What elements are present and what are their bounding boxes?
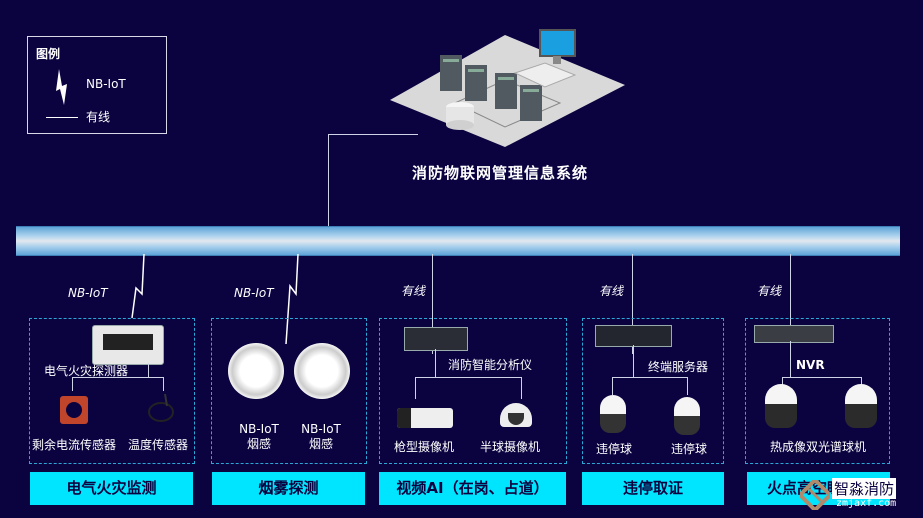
group-video-ai [379, 318, 567, 464]
tree-line [790, 341, 791, 377]
legend-wired-label: 有线 [86, 110, 111, 124]
connection-label-1: NB-IoT [68, 286, 108, 300]
electrical-fire-detector-device [92, 325, 164, 365]
device-label-line: 烟感 [246, 437, 271, 451]
wired-line-4 [632, 254, 633, 354]
category-smoke-detection: 烟雾探测 [212, 472, 365, 505]
group-smoke-detection [211, 318, 367, 464]
group-electrical-fire [29, 318, 195, 464]
watermark: 智淼消防 zmjaxf.com [800, 478, 912, 512]
tree-line [782, 377, 861, 378]
terminal-server-device [595, 325, 672, 347]
tree-line [612, 377, 687, 378]
category-video-ai: 视频AI（在岗、占道） [379, 472, 566, 505]
ptz-camera-icon [674, 397, 700, 435]
smoke-sensor-label-2: NB-IoT 烟感 [295, 422, 347, 452]
ptz-camera-icon [600, 395, 626, 433]
fire-analyzer-device [404, 327, 468, 351]
network-bus [16, 226, 900, 256]
smoke-detector-icon [294, 343, 350, 399]
connection-label-3: 有线 [401, 284, 426, 298]
line-icon [46, 117, 78, 118]
lightning-icon [56, 69, 67, 105]
nbiot-lightning-icon [285, 254, 299, 344]
legend-nbiot-label: NB-IoT [86, 77, 126, 91]
category-parking-violation: 违停取证 [582, 472, 724, 505]
hub-label-3: 消防智能分析仪 [448, 358, 533, 372]
hub-label-1: 电气火灾探测器 [44, 364, 129, 378]
server-cluster-icon [390, 29, 625, 147]
tree-line [163, 377, 164, 391]
tree-line [148, 363, 149, 377]
tree-line [612, 377, 613, 395]
device-label-line: NB-IoT [239, 422, 279, 436]
system-title: 消防物联网管理信息系统 [411, 164, 588, 182]
legend-box: 图例 NB-IoT 有线 [27, 36, 167, 134]
nvr-device [754, 325, 834, 343]
device-label: 枪型摄像机 [394, 440, 455, 454]
connection-label-4: 有线 [599, 284, 624, 298]
hub-label-5: NVR [796, 358, 825, 372]
watermark-url: zmjaxf.com [836, 498, 897, 509]
thermal-ptz-camera-icon [845, 384, 877, 428]
device-label-line: NB-IoT [301, 422, 341, 436]
system-link-line-horizontal [328, 134, 418, 135]
device-label: 温度传感器 [128, 438, 189, 452]
tree-line [72, 377, 163, 378]
tree-line [72, 377, 73, 391]
dome-camera-icon [500, 403, 532, 427]
system-link-line [328, 134, 329, 226]
watermark-name: 智淼消防 [832, 478, 897, 499]
hub-label-4: 终端服务器 [648, 360, 709, 374]
category-electrical-fire: 电气火灾监测 [30, 472, 193, 505]
device-label-line: 烟感 [308, 437, 333, 451]
watermark-logo-icon [800, 480, 830, 510]
legend-title: 图例 [36, 47, 61, 61]
device-label: 违停球 [671, 442, 708, 456]
device-label: 热成像双光谱球机 [770, 440, 867, 454]
bullet-camera-icon [397, 408, 453, 428]
residual-current-sensor-icon [60, 396, 88, 424]
tree-line [687, 377, 688, 395]
thermal-ptz-camera-icon [765, 384, 797, 428]
temperature-sensor-icon [148, 394, 174, 422]
device-label: 违停球 [596, 442, 633, 456]
tree-line [415, 377, 521, 378]
tree-line [435, 349, 436, 377]
device-label: 剩余电流传感器 [32, 438, 117, 452]
smoke-detector-icon [228, 343, 284, 399]
tree-line [415, 377, 416, 399]
smoke-sensor-label-1: NB-IoT 烟感 [233, 422, 285, 452]
tree-line [782, 377, 783, 387]
wired-line-5 [790, 254, 791, 329]
connection-label-2: NB-IoT [234, 286, 274, 300]
wired-line-3 [432, 254, 433, 354]
group-fire-watch [745, 318, 890, 464]
tree-line [633, 345, 634, 377]
device-label: 半球摄像机 [480, 440, 541, 454]
tree-line [861, 377, 862, 387]
tree-line [521, 377, 522, 399]
group-parking-violation [582, 318, 724, 464]
connection-label-5: 有线 [757, 284, 782, 298]
nbiot-lightning-icon [131, 254, 145, 318]
